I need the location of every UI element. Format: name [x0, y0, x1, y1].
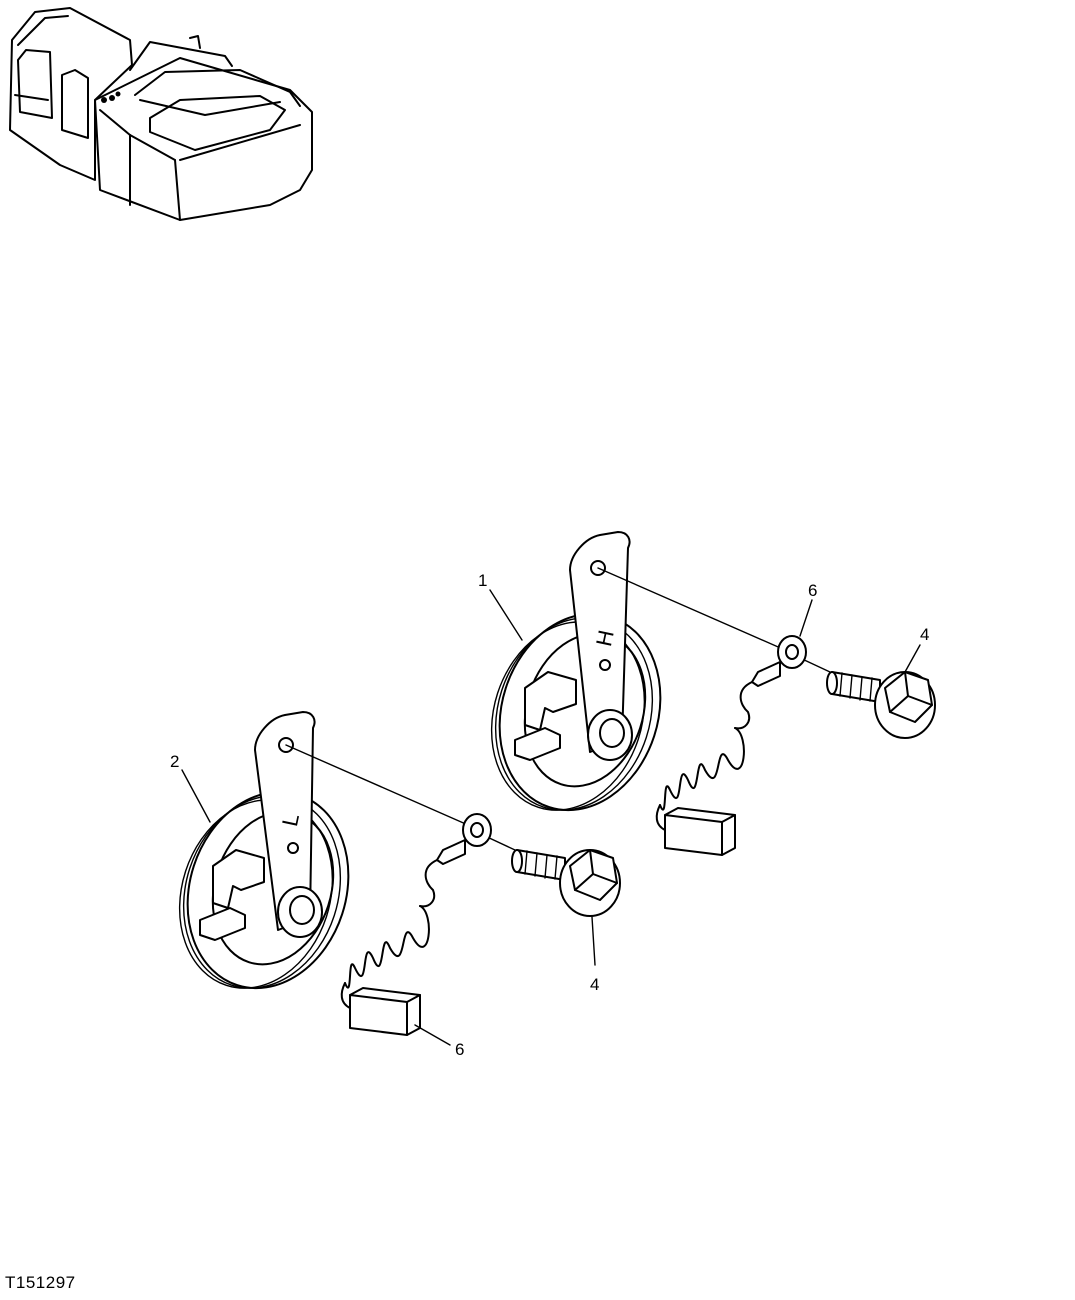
callout-harness-a: 6: [808, 581, 817, 600]
callout-leader-horn-high: [489, 589, 523, 641]
callout-leader-bolt-b: [591, 916, 596, 966]
callout-leader-harness-b: [414, 1024, 451, 1046]
horn-low-marking: L: [277, 811, 304, 828]
horn-high-marking: H: [591, 628, 619, 649]
bolt-icon: [826, 671, 936, 739]
figure-id: T151297: [5, 1273, 76, 1292]
callout-horn-low: 2: [170, 752, 179, 771]
assembly-line-lower: [285, 744, 469, 826]
callout-bolt-b: 4: [590, 975, 599, 994]
callout-leader-bolt-a: [904, 644, 921, 673]
horn-high-icon: [490, 531, 662, 812]
callout-harness-b: 6: [455, 1040, 464, 1059]
callout-leader-harness-a: [799, 599, 813, 637]
assembly-line-upper: [597, 567, 786, 651]
callout-bolt-a: 4: [920, 625, 929, 644]
excavator-locator-icon: [9, 7, 313, 221]
callout-horn-high: 1: [478, 571, 487, 590]
horn-low-icon: [178, 711, 350, 990]
bolt-icon: [511, 849, 621, 917]
wire-harness-icon: [655, 635, 807, 856]
callout-leader-horn-low: [181, 769, 211, 823]
wire-harness-icon: [340, 813, 492, 1036]
